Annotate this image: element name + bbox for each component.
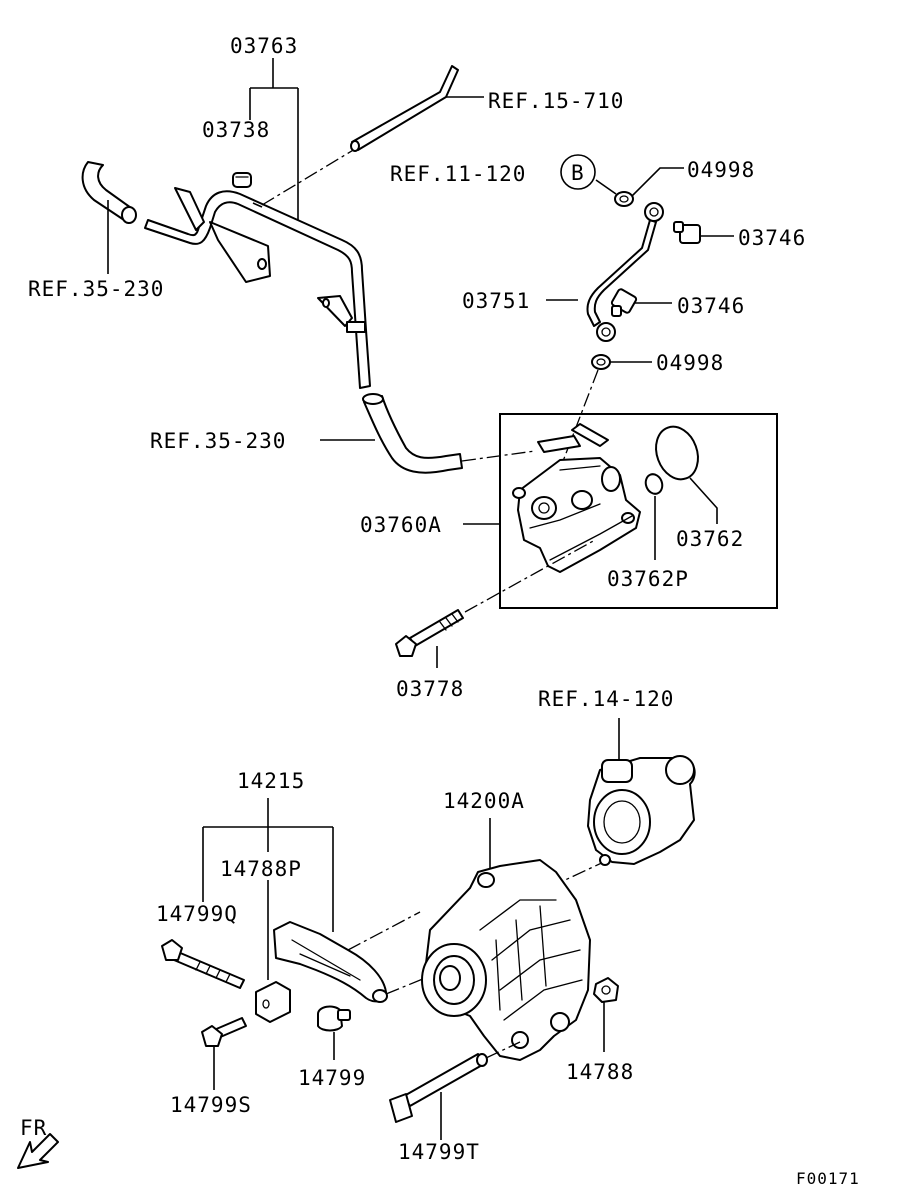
label-circle-b: B xyxy=(571,161,585,185)
bolt-14799s xyxy=(201,1017,247,1090)
label-ref-11-120: REF.11-120 xyxy=(390,162,526,186)
label-ref-35-230-top: REF.35-230 xyxy=(28,277,164,301)
hose-15-710 xyxy=(350,65,484,152)
figure-code: F00171 xyxy=(796,1169,860,1187)
dash-bolt-pump xyxy=(464,539,596,613)
label-14200a: 14200A xyxy=(443,789,525,813)
label-14799s: 14799S xyxy=(170,1093,252,1117)
label-03763: 03763 xyxy=(230,34,298,58)
washer-housing xyxy=(599,854,611,866)
dash-bolt-alternator xyxy=(347,911,421,951)
vacuum-pump-03760a xyxy=(512,423,641,573)
eyebolt-03746-top xyxy=(673,221,734,244)
dash-long-bolt xyxy=(485,1041,521,1059)
o-ring-03762p xyxy=(644,473,664,560)
bracket-03763-leader xyxy=(249,58,299,232)
label-03762: 03762 xyxy=(676,527,744,551)
adjust-bracket xyxy=(273,921,388,1003)
label-03778: 03778 xyxy=(396,677,464,701)
dash-hose-vacuum-pump xyxy=(461,450,536,462)
label-14799q: 14799Q xyxy=(156,902,238,926)
bracket-14215-leader xyxy=(202,798,334,980)
label-03751: 03751 xyxy=(462,289,530,313)
label-03760a: 03760A xyxy=(360,513,442,537)
label-03738: 03738 xyxy=(202,118,270,142)
vacuum-pipe-03763 xyxy=(144,187,371,389)
bolt-03778 xyxy=(395,609,464,668)
bolt-14799 xyxy=(317,1005,351,1060)
label-14799: 14799 xyxy=(298,1066,366,1090)
label-03746-mid: 03746 xyxy=(677,294,745,318)
nut-14788 xyxy=(593,977,619,1052)
oil-pipe-03751 xyxy=(546,202,664,342)
dash-15-710 xyxy=(261,145,361,206)
label-14788: 14788 xyxy=(566,1060,634,1084)
label-03762p: 03762P xyxy=(607,567,689,591)
bolt-14799q xyxy=(161,939,245,989)
o-ring-03762 xyxy=(655,425,718,524)
bolt-14799t xyxy=(389,1053,488,1140)
hose-lower xyxy=(320,393,463,474)
label-14799t: 14799T xyxy=(398,1140,480,1164)
dash-bracket-alternator xyxy=(385,971,441,995)
label-14788p: 14788P xyxy=(220,857,302,881)
block-14788p xyxy=(255,981,291,1023)
housing-ref-14-120 xyxy=(587,718,696,865)
label-fr: FR xyxy=(20,1116,47,1140)
eyebolt-03746-mid xyxy=(610,288,672,317)
hose-upper-left xyxy=(81,161,137,274)
label-ref-15-710: REF.15-710 xyxy=(488,89,624,113)
label-03746-top: 03746 xyxy=(738,226,806,250)
label-ref-14-120: REF.14-120 xyxy=(538,687,674,711)
fr-arrow-icon xyxy=(17,1133,59,1169)
fitting-03738 xyxy=(232,172,252,188)
label-04998-mid: 04998 xyxy=(656,351,724,375)
gasket-04998-top xyxy=(595,167,684,207)
vacuum-pump-box xyxy=(499,413,778,609)
label-14215: 14215 xyxy=(237,769,305,793)
label-ref-35-230-mid: REF.35-230 xyxy=(150,429,286,453)
label-04998-top: 04998 xyxy=(687,158,755,182)
circle-b-marker xyxy=(560,154,596,190)
gasket-04998-mid xyxy=(591,354,652,370)
alternator-14200a xyxy=(421,818,591,1061)
